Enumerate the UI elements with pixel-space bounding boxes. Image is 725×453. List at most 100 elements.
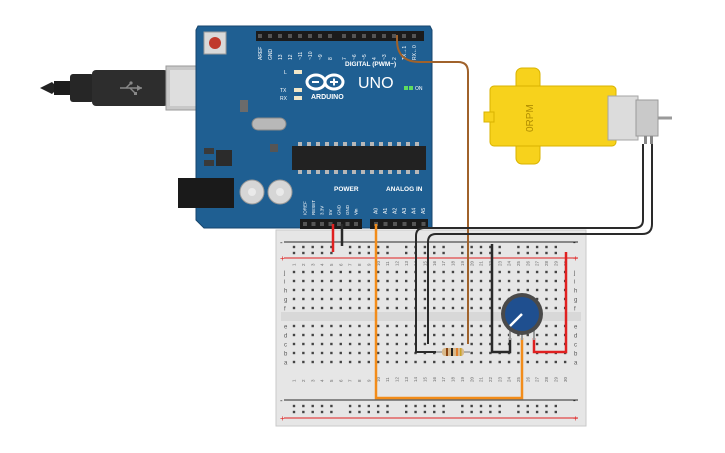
terminal-hole[interactable] xyxy=(442,333,445,337)
terminal-hole[interactable] xyxy=(358,297,361,301)
terminal-hole[interactable] xyxy=(423,288,427,292)
terminal-hole[interactable] xyxy=(330,324,333,328)
terminal-hole[interactable] xyxy=(498,306,501,310)
rail-hole[interactable] xyxy=(545,410,548,414)
terminal-hole[interactable] xyxy=(395,306,399,310)
terminal-hole[interactable] xyxy=(517,333,520,337)
terminal-hole[interactable] xyxy=(526,270,529,274)
terminal-hole[interactable] xyxy=(461,342,464,346)
rail-hole[interactable] xyxy=(461,410,464,414)
terminal-hole[interactable] xyxy=(376,297,380,301)
terminal-hole[interactable] xyxy=(423,306,427,310)
wire-motor-black-1[interactable] xyxy=(427,144,653,344)
rail-hole[interactable] xyxy=(489,251,492,255)
digital-pin-hole[interactable] xyxy=(412,34,416,38)
digital-pin-hole[interactable] xyxy=(372,34,376,38)
rail-hole[interactable] xyxy=(433,245,436,249)
rail-hole[interactable] xyxy=(302,251,305,255)
terminal-hole[interactable] xyxy=(423,333,427,337)
rail-hole[interactable] xyxy=(526,245,529,249)
terminal-hole[interactable] xyxy=(330,333,333,337)
rail-hole[interactable] xyxy=(358,251,361,255)
terminal-hole[interactable] xyxy=(386,279,389,283)
terminal-hole[interactable] xyxy=(451,333,455,337)
terminal-hole[interactable] xyxy=(395,360,399,364)
terminal-hole[interactable] xyxy=(545,324,548,328)
terminal-hole[interactable] xyxy=(451,360,455,364)
terminal-hole[interactable] xyxy=(563,360,567,364)
wire-pot-black[interactable] xyxy=(490,244,512,354)
terminal-hole[interactable] xyxy=(545,297,548,301)
terminal-hole[interactable] xyxy=(320,279,324,283)
terminal-hole[interactable] xyxy=(330,288,333,292)
terminal-hole[interactable] xyxy=(311,360,314,364)
terminal-hole[interactable] xyxy=(292,360,296,364)
terminal-hole[interactable] xyxy=(302,324,305,328)
terminal-hole[interactable] xyxy=(451,306,455,310)
terminal-hole[interactable] xyxy=(386,306,389,310)
terminal-hole[interactable] xyxy=(470,288,473,292)
terminal-hole[interactable] xyxy=(535,333,539,337)
terminal-hole[interactable] xyxy=(479,324,483,328)
digital-pin-hole[interactable] xyxy=(308,34,312,38)
terminal-hole[interactable] xyxy=(405,297,408,301)
terminal-hole[interactable] xyxy=(489,333,492,337)
rail-hole[interactable] xyxy=(330,404,333,408)
terminal-hole[interactable] xyxy=(442,342,445,346)
terminal-hole[interactable] xyxy=(311,324,314,328)
terminal-hole[interactable] xyxy=(498,279,501,283)
terminal-hole[interactable] xyxy=(292,342,296,346)
terminal-hole[interactable] xyxy=(367,279,370,283)
terminal-hole[interactable] xyxy=(330,279,333,283)
terminal-hole[interactable] xyxy=(292,279,296,283)
rail-hole[interactable] xyxy=(367,410,370,414)
digital-pin-hole[interactable] xyxy=(328,34,332,38)
rail-hole[interactable] xyxy=(292,245,296,249)
terminal-hole[interactable] xyxy=(554,306,557,310)
terminal-hole[interactable] xyxy=(489,342,492,346)
rail-hole[interactable] xyxy=(358,404,361,408)
rail-hole[interactable] xyxy=(302,404,305,408)
rail-hole[interactable] xyxy=(302,410,305,414)
terminal-hole[interactable] xyxy=(348,333,352,337)
terminal-hole[interactable] xyxy=(376,342,380,346)
terminal-hole[interactable] xyxy=(395,288,399,292)
terminal-hole[interactable] xyxy=(545,306,548,310)
terminal-hole[interactable] xyxy=(339,306,342,310)
terminal-hole[interactable] xyxy=(554,342,557,346)
terminal-hole[interactable] xyxy=(367,333,370,337)
rail-hole[interactable] xyxy=(320,410,324,414)
terminal-hole[interactable] xyxy=(348,342,352,346)
terminal-hole[interactable] xyxy=(535,297,539,301)
analog-header[interactable] xyxy=(370,219,428,229)
rail-hole[interactable] xyxy=(423,410,427,414)
terminal-hole[interactable] xyxy=(302,351,305,355)
terminal-hole[interactable] xyxy=(507,270,511,274)
terminal-hole[interactable] xyxy=(451,288,455,292)
terminal-hole[interactable] xyxy=(507,360,511,364)
terminal-hole[interactable] xyxy=(451,324,455,328)
rail-hole[interactable] xyxy=(330,245,333,249)
terminal-hole[interactable] xyxy=(442,279,445,283)
terminal-hole[interactable] xyxy=(376,351,380,355)
terminal-hole[interactable] xyxy=(320,297,324,301)
rail-hole[interactable] xyxy=(414,410,417,414)
terminal-hole[interactable] xyxy=(292,351,296,355)
terminal-hole[interactable] xyxy=(442,306,445,310)
terminal-hole[interactable] xyxy=(292,270,296,274)
rail-hole[interactable] xyxy=(367,404,370,408)
terminal-hole[interactable] xyxy=(461,360,464,364)
terminal-hole[interactable] xyxy=(302,288,305,292)
rail-hole[interactable] xyxy=(517,410,520,414)
rail-hole[interactable] xyxy=(423,245,427,249)
terminal-hole[interactable] xyxy=(451,279,455,283)
terminal-hole[interactable] xyxy=(395,333,399,337)
terminal-hole[interactable] xyxy=(545,342,548,346)
terminal-hole[interactable] xyxy=(470,306,473,310)
terminal-hole[interactable] xyxy=(330,297,333,301)
terminal-hole[interactable] xyxy=(311,342,314,346)
terminal-hole[interactable] xyxy=(535,360,539,364)
terminal-hole[interactable] xyxy=(320,324,324,328)
digital-pin-hole[interactable] xyxy=(268,34,272,38)
terminal-hole[interactable] xyxy=(442,270,445,274)
